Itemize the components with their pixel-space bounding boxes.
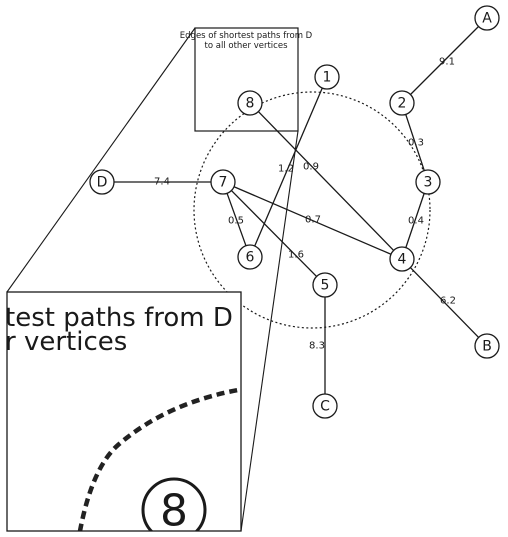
zoom-node-circle: [141, 477, 207, 531]
edge-weights-layer: 9.1 0.3 0.4 0.9 1.2 7.4 0.5 0.7 1.6 6.2 8.3: [154, 57, 456, 352]
dashed-boundary-circle: [193, 91, 431, 329]
node-B: B: [474, 333, 500, 359]
edge-weight-7-4: 0.7: [305, 215, 321, 226]
edge-7-5: [230, 190, 318, 277]
node-label: D: [97, 175, 108, 191]
node-D: D: [89, 169, 115, 195]
zoom-connector-right: [240, 130, 299, 532]
edge-2-3: [405, 114, 425, 171]
edge-weight-D-7: 7.4: [154, 177, 170, 188]
edge-weight-A-2: 9.1: [439, 57, 455, 68]
edge-7-4: [233, 186, 392, 255]
node-circle: [415, 169, 441, 195]
zoom-text-line-1: test paths from D: [5, 303, 233, 333]
zoom-inset: test paths from D r vertices 8: [5, 291, 242, 537]
edge-weight-7-6: 0.5: [228, 216, 244, 227]
node-label: C: [320, 399, 330, 415]
edge-weight-8-4: 0.9: [303, 162, 319, 173]
node-label: 8: [246, 96, 255, 112]
node-label: 1: [323, 70, 332, 86]
node-7: 7: [210, 169, 236, 195]
edge-weight-3-4: 0.4: [408, 216, 424, 227]
node-C: C: [312, 393, 338, 419]
edges-layer: [114, 26, 480, 394]
node-circle: [237, 90, 263, 116]
node-circle: [312, 393, 338, 419]
node-2: 2: [389, 90, 415, 116]
zoom-node-label: 8: [160, 486, 188, 537]
node-label: 7: [219, 175, 228, 191]
node-circle: [389, 246, 415, 272]
zoom-text-line-2: r vertices: [5, 327, 127, 357]
node-label: 6: [246, 250, 255, 266]
edge-weight-2-3: 0.3: [408, 138, 424, 149]
node-circle: [210, 169, 236, 195]
edge-weight-1-6: 1.2: [278, 164, 294, 175]
diagram-title-line-2: to all other vertices: [205, 41, 289, 51]
node-circle: [389, 90, 415, 116]
node-label: 2: [398, 96, 407, 112]
node-label: 5: [321, 278, 330, 294]
edge-8-4: [257, 111, 395, 251]
zoom-source-box: [194, 27, 299, 132]
edge-1-6: [254, 87, 323, 247]
node-3: 3: [415, 169, 441, 195]
node-5: 5: [312, 272, 338, 298]
node-circle: [237, 244, 263, 270]
edge-weight-5-C: 8.3: [309, 341, 325, 352]
node-A: A: [474, 5, 500, 31]
node-6: 6: [237, 244, 263, 270]
node-circle: [474, 5, 500, 31]
edge-weight-4-B: 6.2: [440, 296, 456, 307]
zoom-dashed-arc: [77, 387, 241, 531]
edge-7-6: [226, 193, 247, 246]
edge-weight-7-5: 1.6: [288, 250, 304, 261]
node-circle: [312, 272, 338, 298]
node-label: A: [482, 11, 492, 27]
node-1: 1: [314, 64, 340, 90]
edge-A-2: [410, 26, 479, 95]
node-circle: [314, 64, 340, 90]
node-4: 4: [389, 246, 415, 272]
node-label: 4: [398, 252, 407, 268]
nodes-layer: A 1 2 8 3 D 7 4 6 5B C: [89, 5, 500, 419]
edge-3-4: [405, 193, 425, 248]
zoom-connector-left: [6, 27, 196, 293]
edge-4-B: [409, 267, 480, 338]
diagram-title-line-1: Edges of shortest paths from D: [180, 31, 313, 41]
node-circle: [89, 169, 115, 195]
node-label: 3: [424, 175, 433, 191]
node-circle: [474, 333, 500, 359]
node-label: B: [482, 339, 492, 355]
node-8: 8: [237, 90, 263, 116]
